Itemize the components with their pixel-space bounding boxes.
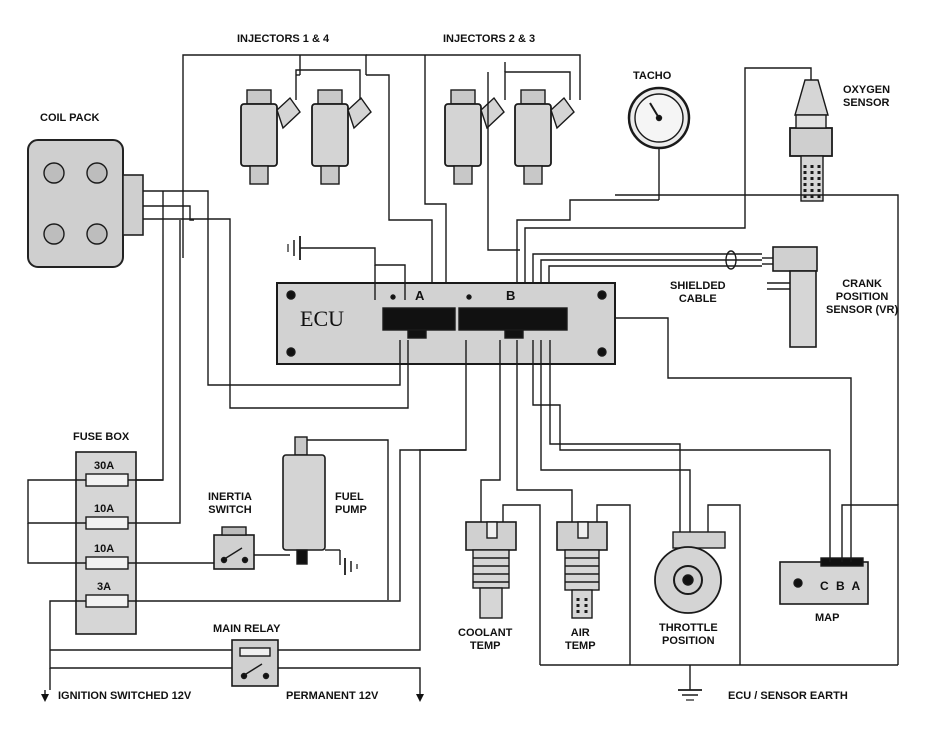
fuse-1-rating: 30A <box>94 460 115 472</box>
fuse-box-label: FUSE BOX <box>73 431 130 443</box>
ecu-sensor-earth-label: ECU / SENSOR EARTH <box>728 690 848 702</box>
injector-2 <box>444 89 505 185</box>
oxygen-sensor <box>524 67 833 290</box>
ecu-box <box>276 282 616 365</box>
throttle-position-sensor <box>540 340 741 665</box>
crank-sensor-label: CRANK POSITION SENSOR (VR) <box>826 278 899 316</box>
fuse-4-rating: 3A <box>97 581 112 593</box>
injectors-14-label: INJECTORS 1 & 4 <box>237 33 330 45</box>
coolant-temp-sensor <box>465 340 541 665</box>
main-relay <box>44 449 466 698</box>
main-relay-label: MAIN RELAY <box>213 623 281 635</box>
tacho-gauge <box>516 86 691 290</box>
ecu-earth <box>287 236 406 300</box>
ecu-label: ECU <box>300 306 344 331</box>
inertia-switch-label: INERTIA SWITCH <box>208 491 252 516</box>
ignition-switched-label: IGNITION SWITCHED 12V <box>58 690 192 702</box>
connector-b-label: B <box>506 288 516 303</box>
sensor-earth-bus <box>540 194 899 701</box>
fuel-pump-label: FUEL PUMP <box>335 491 367 516</box>
injectors-23-label: INJECTORS 2 & 3 <box>443 33 536 45</box>
permanent-12v-label: PERMANENT 12V <box>286 690 379 702</box>
fuse-3-rating: 10A <box>94 543 115 555</box>
coolant-temp-label: COOLANT TEMP <box>458 627 513 652</box>
oxygen-sensor-label: OXYGEN SENSOR <box>843 84 891 109</box>
fuse-2-rating: 10A <box>94 503 115 515</box>
shielded-cable-label: SHIELDED CABLE <box>670 280 726 305</box>
inertia-switch <box>213 526 290 570</box>
air-temp-sensor <box>516 340 631 665</box>
injector-3 <box>514 89 575 185</box>
air-temp-label: AIR TEMP <box>565 627 596 652</box>
injector-wiring <box>182 54 581 290</box>
coil-pack-label: COIL PACK <box>40 112 100 124</box>
map-label: MAP <box>815 612 840 624</box>
injector-4 <box>311 89 372 185</box>
coil-pack <box>27 139 163 268</box>
map-sensor <box>532 317 899 665</box>
fuel-pump <box>282 436 389 600</box>
crank-sensor <box>532 246 818 348</box>
tacho-label: TACHO <box>633 70 672 82</box>
connector-a-label: A <box>415 288 425 303</box>
map-pins-label: C B A <box>820 579 863 593</box>
throttle-position-label: THROTTLE POSITION <box>659 622 718 647</box>
injector-1 <box>240 89 301 185</box>
fuse-box <box>27 220 467 650</box>
